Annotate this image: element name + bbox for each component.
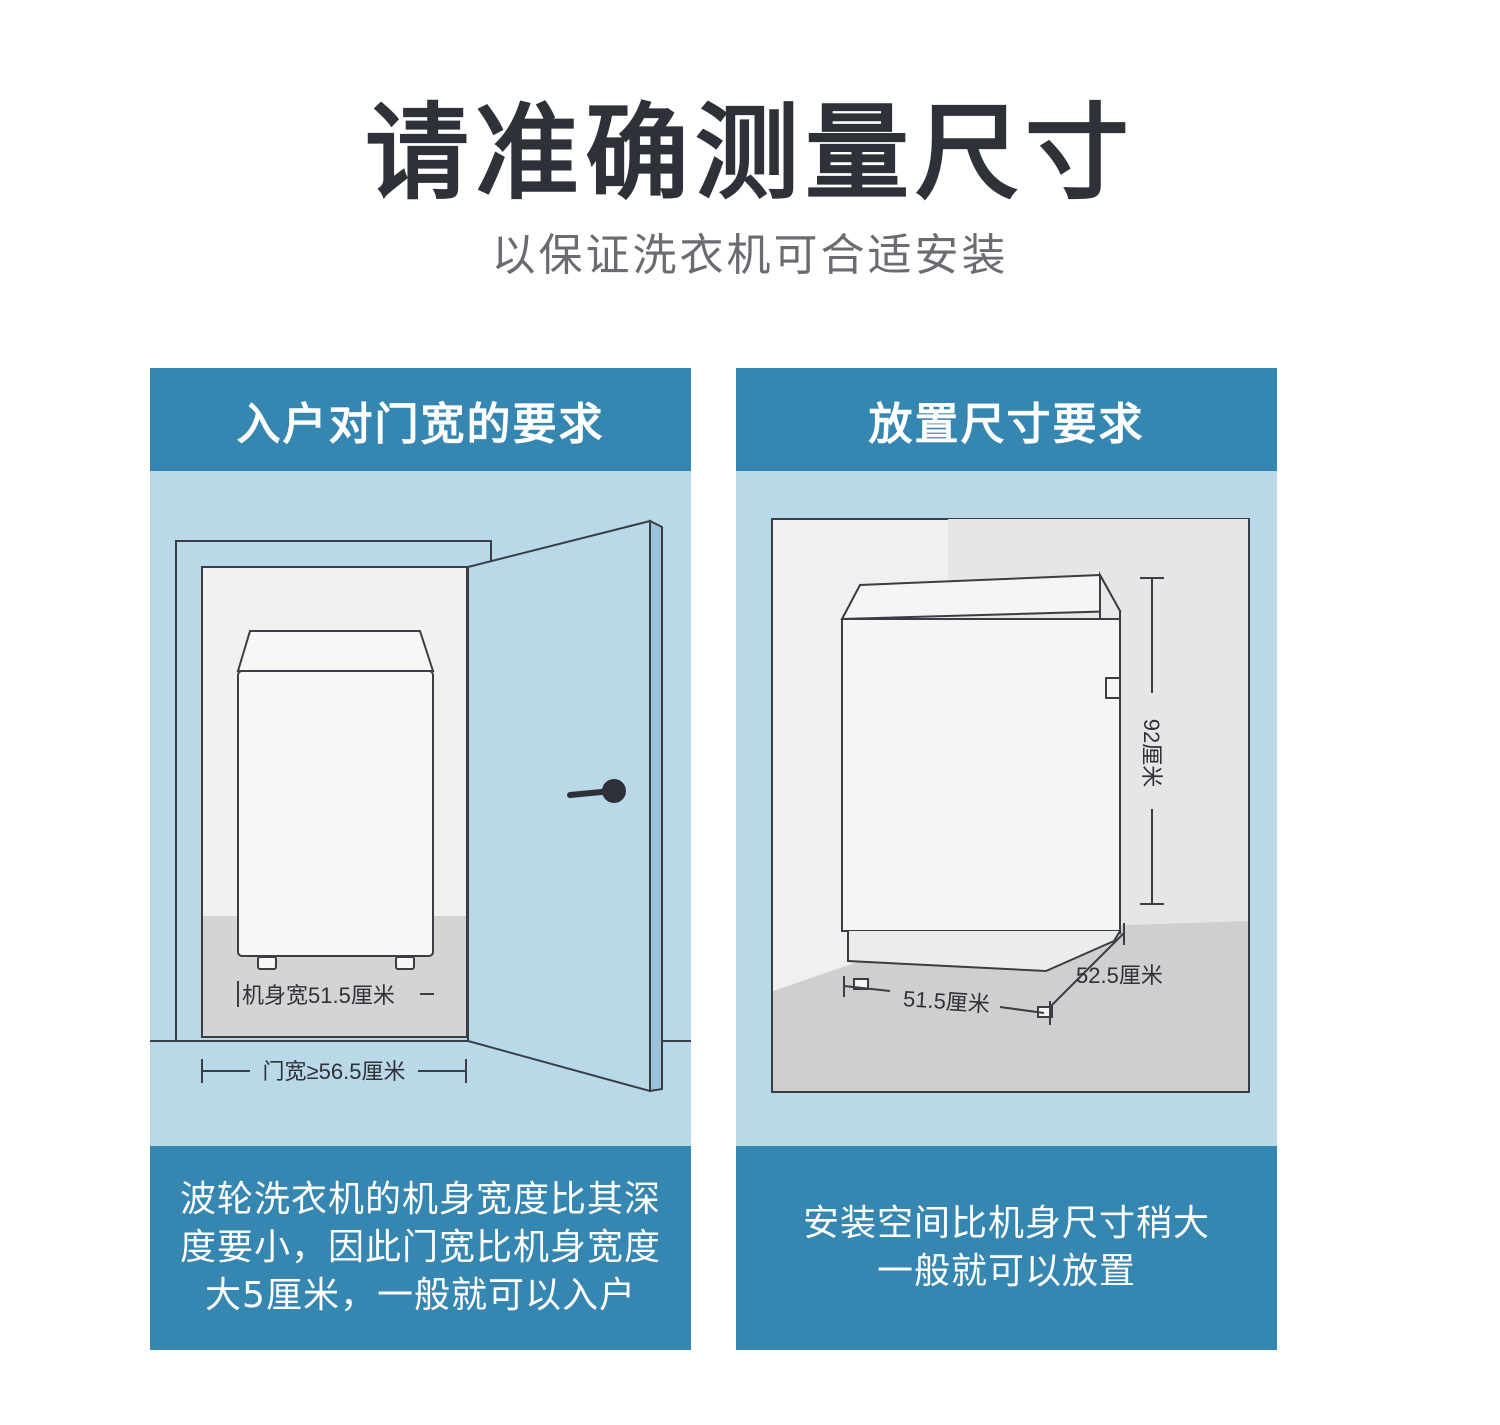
door-leaf (467, 519, 651, 1093)
door-diagram: 机身宽51.5厘米 门宽≥56.5厘米 (150, 471, 691, 1146)
door-width-label: 门宽≥56.5厘米 (263, 1059, 406, 1084)
depth-label: 52.5厘米 (1076, 963, 1163, 988)
door-handle (567, 788, 615, 798)
page-subtitle: 以保证洗衣机可合适安装 (491, 230, 1009, 281)
door-width-panel: 入户对门宽的要求 机身宽51.5厘米 (150, 368, 691, 1350)
height-label: 92厘米 (1139, 719, 1164, 787)
door-panel-heading: 入户对门宽的要求 (150, 368, 691, 471)
space-panel-description: 安装空间比机身尺寸稍大 一般就可以放置 (736, 1146, 1277, 1350)
space-diagram: 92厘米 52.5厘米 51.5厘米 (736, 471, 1277, 1146)
washer-front (236, 630, 435, 970)
space-illustration: 92厘米 52.5厘米 51.5厘米 (736, 471, 1277, 1146)
door-description-line: 大5厘米，一般就可以入户 (205, 1275, 636, 1316)
space-description-line: 安装空间比机身尺寸稍大 (802, 1203, 1210, 1244)
width-label: 51.5厘米 (902, 986, 990, 1017)
door-description-line: 波轮洗衣机的机身宽度比其深 (179, 1179, 661, 1220)
space-panel-heading: 放置尺寸要求 (736, 368, 1277, 471)
washer-3d (840, 571, 1122, 1018)
space-panel: 放置尺寸要求 92厘米 (736, 368, 1277, 1350)
page-title: 请准确测量尺寸 (364, 92, 1135, 214)
door-panel-description: 波轮洗衣机的机身宽度比其深 度要小，因此门宽比机身宽度 大5厘米，一般就可以入户 (150, 1146, 691, 1350)
body-width-label: 机身宽51.5厘米 (242, 983, 395, 1008)
door-description-line: 度要小，因此门宽比机身宽度 (179, 1227, 661, 1268)
door-illustration: 机身宽51.5厘米 门宽≥56.5厘米 (150, 471, 691, 1146)
space-description-line: 一般就可以放置 (876, 1251, 1136, 1292)
